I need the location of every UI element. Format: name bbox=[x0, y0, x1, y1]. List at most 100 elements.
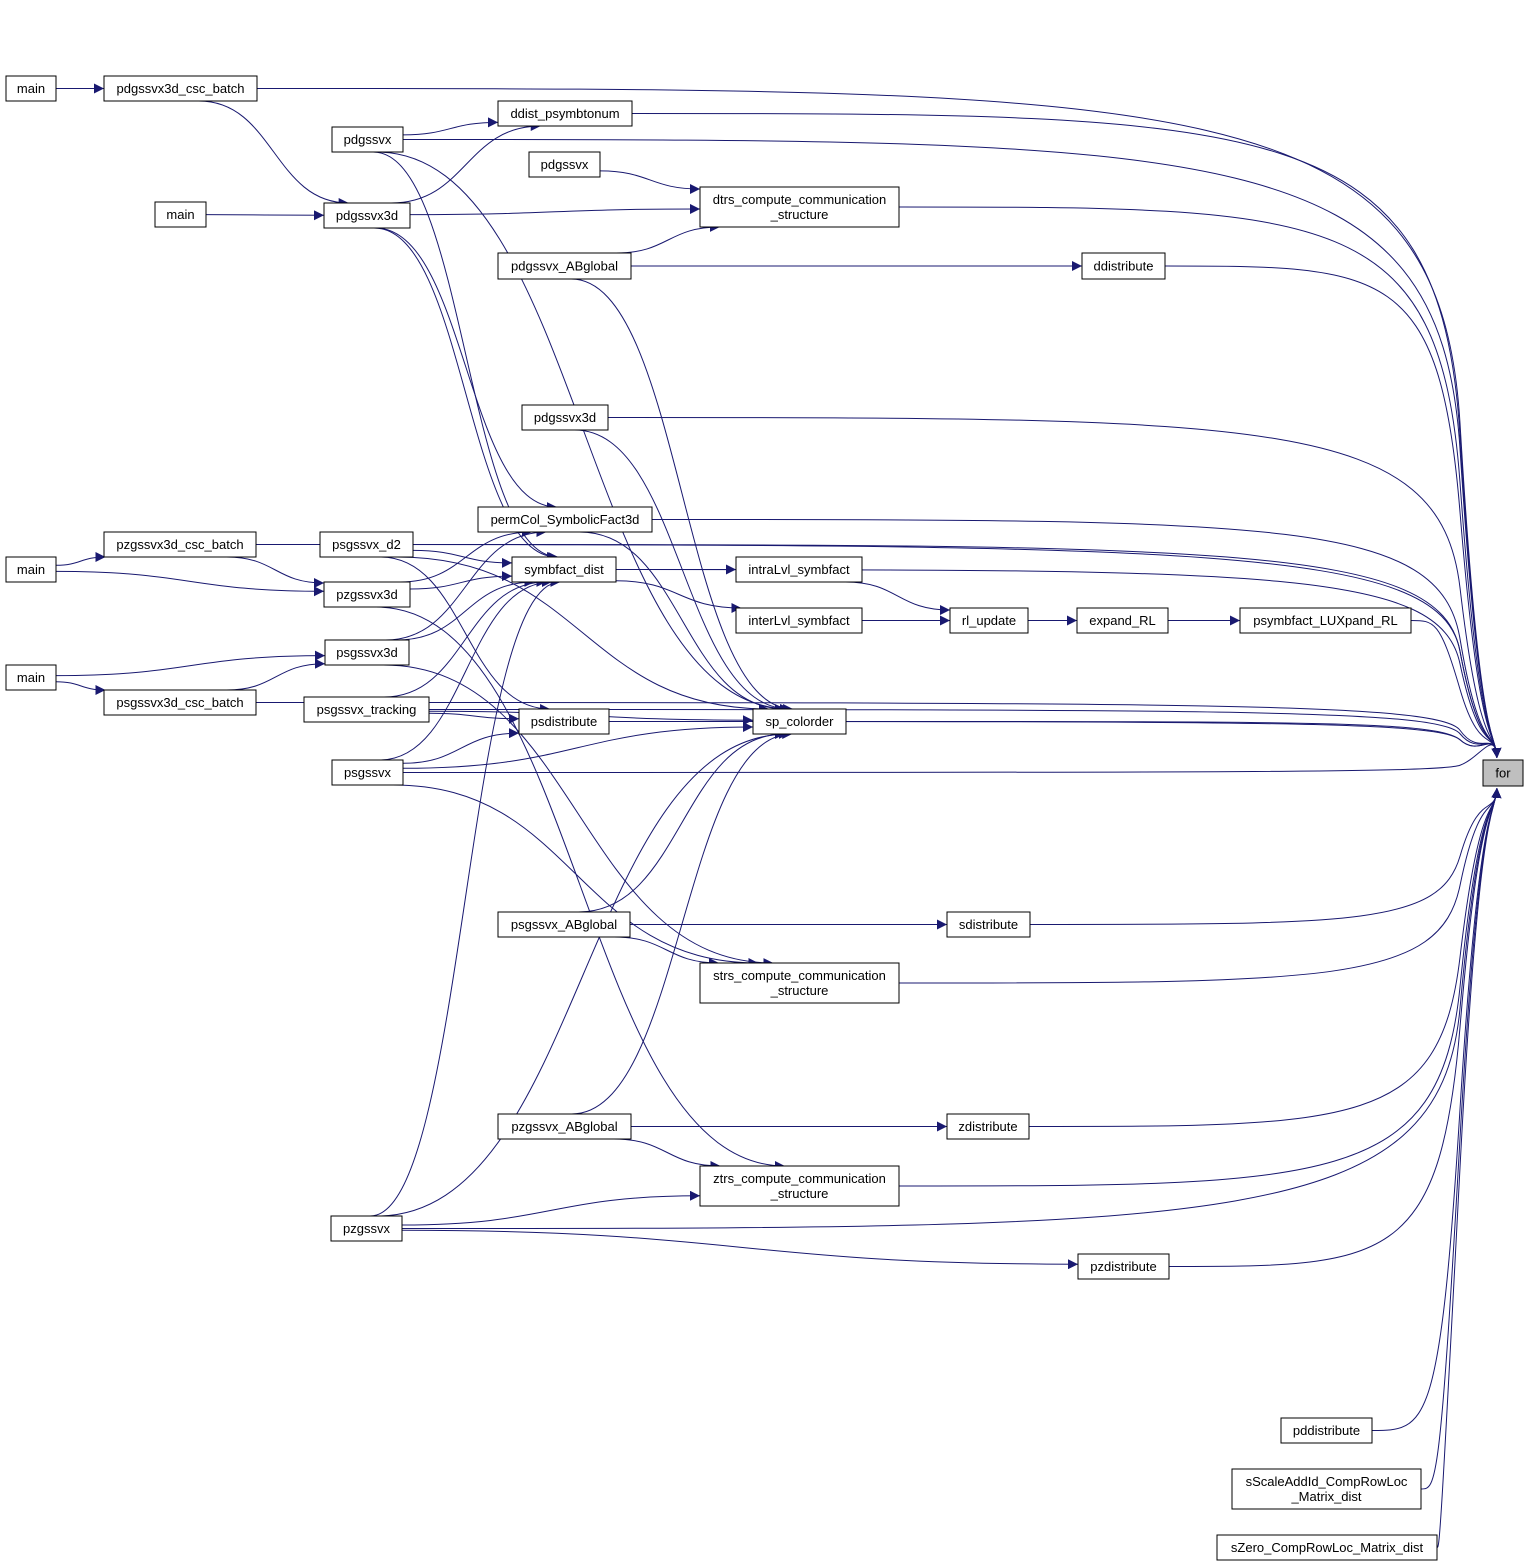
edge-dtrs-compute-communication-structure-to-for bbox=[898, 206, 1502, 759]
node-box bbox=[1216, 1534, 1438, 1561]
node-pzdistribute[interactable]: pzdistribute bbox=[1077, 1253, 1170, 1280]
node-pdgssvx-a[interactable]: pdgssvx bbox=[331, 126, 404, 153]
node-for[interactable]: for bbox=[1482, 759, 1524, 787]
edge-pzgssvx3d-to-ztrs-compute-communication-structure bbox=[376, 606, 785, 1171]
node-box bbox=[103, 75, 258, 102]
node-pzgssvx3d-csc-batch[interactable]: pzgssvx3d_csc_batch bbox=[103, 531, 257, 558]
node-label: pdgssvx3d_csc_batch bbox=[117, 81, 245, 96]
node-label: pdgssvx bbox=[541, 157, 589, 172]
edge-psgssvx3d-to-permcol-symbolicfact3d bbox=[385, 527, 547, 641]
edge-psgssvx-to-for bbox=[402, 744, 1502, 773]
node-ddist-psymbtonum[interactable]: ddist_psymbtonum bbox=[497, 100, 633, 127]
edges-layer bbox=[55, 83, 1502, 1548]
node-pzgssvx[interactable]: pzgssvx bbox=[330, 1215, 403, 1242]
node-psgssvx-abglobal[interactable]: psgssvx_ABglobal bbox=[497, 911, 631, 938]
node-rl-update[interactable]: rl_update bbox=[949, 607, 1029, 634]
node-symbfact-dist[interactable]: symbfact_dist bbox=[511, 556, 617, 583]
edge-pzgssvx-abglobal-to-sp-colorder bbox=[571, 729, 793, 1115]
edge-psgssvx-d2-to-psdistribute bbox=[380, 556, 551, 714]
node-box bbox=[103, 689, 257, 716]
node-main-b[interactable]: main bbox=[154, 201, 207, 228]
node-permcol-symbolicfact3d[interactable]: permCol_SymbolicFact3d bbox=[477, 506, 653, 533]
node-sscaleaddid-comprowloc-matrix-dist[interactable]: sScaleAddId_CompRowLoc_Matrix_dist bbox=[1231, 1468, 1422, 1510]
node-label: strs_compute_communication bbox=[713, 968, 886, 983]
edge-pdgssvx-a-to-ddist-psymbtonum bbox=[402, 117, 499, 136]
edge-pzgssvx-to-ztrs-compute-communication-structure bbox=[401, 1190, 701, 1226]
node-box bbox=[735, 607, 863, 634]
node-box bbox=[946, 911, 1031, 938]
node-pdgssvx3d-csc-batch[interactable]: pdgssvx3d_csc_batch bbox=[103, 75, 258, 102]
node-psgssvx3d[interactable]: psgssvx3d bbox=[324, 639, 410, 666]
node-label: dtrs_compute_communication bbox=[713, 192, 886, 207]
node-box bbox=[735, 556, 863, 583]
node-dtrs-compute-communication-structure[interactable]: dtrs_compute_communication_structure bbox=[699, 186, 900, 228]
node-label: zdistribute bbox=[958, 1119, 1017, 1134]
node-box bbox=[323, 581, 411, 608]
node-box bbox=[497, 252, 632, 280]
node-label: _structure bbox=[770, 207, 829, 222]
node-ddistribute[interactable]: ddistribute bbox=[1081, 252, 1166, 280]
node-pdgssvx3d-b[interactable]: pdgssvx3d bbox=[521, 404, 609, 431]
edge-strs-compute-communication-structure-to-for bbox=[898, 787, 1502, 984]
edge-main-d-to-psgssvx3d-csc-batch bbox=[55, 681, 106, 695]
node-label: sZero_CompRowLoc_Matrix_dist bbox=[1231, 1540, 1424, 1555]
node-label: main bbox=[17, 81, 45, 96]
node-pzgssvx-abglobal[interactable]: pzgssvx_ABglobal bbox=[497, 1113, 632, 1140]
node-intralvl-symbfact[interactable]: intraLvl_symbfact bbox=[735, 556, 863, 583]
node-label: sp_colorder bbox=[766, 714, 835, 729]
node-pdgssvx3d-a[interactable]: pdgssvx3d bbox=[323, 202, 411, 229]
node-ztrs-compute-communication-structure[interactable]: ztrs_compute_communication_structure bbox=[699, 1165, 900, 1207]
node-main-d[interactable]: main bbox=[5, 664, 57, 691]
node-label: ddistribute bbox=[1094, 259, 1154, 274]
node-label: psgssvx_tracking bbox=[317, 702, 417, 717]
edge-sp-colorder-to-for bbox=[845, 721, 1502, 759]
node-label: rl_update bbox=[962, 613, 1016, 628]
node-box bbox=[331, 759, 404, 786]
edge-psgssvx-to-psdistribute bbox=[402, 728, 520, 764]
node-psgssvx[interactable]: psgssvx bbox=[331, 759, 404, 786]
edge-permcol-symbolicfact3d-to-for bbox=[651, 519, 1502, 759]
edge-pzdistribute-to-for bbox=[1168, 787, 1502, 1267]
node-sp-colorder[interactable]: sp_colorder bbox=[752, 708, 847, 735]
node-pzgssvx3d[interactable]: pzgssvx3d bbox=[323, 581, 411, 608]
node-psgssvx-d2[interactable]: psgssvx_d2 bbox=[319, 531, 414, 558]
edge-psgssvx-to-symbfact-dist bbox=[379, 577, 552, 761]
node-main-c[interactable]: main bbox=[5, 556, 57, 583]
node-expand-rl[interactable]: expand_RL bbox=[1076, 607, 1169, 634]
node-psdistribute[interactable]: psdistribute bbox=[518, 708, 610, 735]
node-label: main bbox=[17, 670, 45, 685]
node-szero-comprowloc-matrix-dist[interactable]: sZero_CompRowLoc_Matrix_dist bbox=[1216, 1534, 1438, 1561]
node-label: pzdistribute bbox=[1090, 1259, 1156, 1274]
node-interlvl-symbfact[interactable]: interLvl_symbfact bbox=[735, 607, 863, 634]
edge-pdgssvx-a-to-for bbox=[402, 139, 1502, 759]
node-pddistribute[interactable]: pddistribute bbox=[1280, 1417, 1373, 1444]
node-main-a[interactable]: main bbox=[5, 75, 57, 102]
node-psymbfact-luxpand-rl[interactable]: psymbfact_LUXpand_RL bbox=[1239, 607, 1412, 634]
node-sdistribute[interactable]: sdistribute bbox=[946, 911, 1031, 938]
edge-pzgssvx-to-for bbox=[401, 787, 1502, 1229]
edge-psgssvx-d2-to-symbfact-dist bbox=[412, 549, 513, 568]
edge-main-c-to-pzgssvx3d-csc-batch bbox=[55, 552, 106, 566]
node-box bbox=[477, 506, 653, 533]
node-box bbox=[521, 404, 609, 431]
node-strs-compute-communication-structure[interactable]: strs_compute_communication_structure bbox=[699, 962, 900, 1004]
node-label: psgssvx3d_csc_batch bbox=[116, 695, 243, 710]
node-pdgssvx-abglobal[interactable]: pdgssvx_ABglobal bbox=[497, 252, 632, 280]
edge-psgssvx3d-to-symbfact-dist bbox=[396, 577, 535, 641]
node-pdgssvx-b[interactable]: pdgssvx bbox=[528, 151, 601, 178]
edge-psgssvx-to-strs-compute-communication-structure bbox=[393, 784, 759, 968]
node-zdistribute[interactable]: zdistribute bbox=[946, 1113, 1030, 1140]
node-label: pdgssvx_ABglobal bbox=[511, 259, 618, 274]
node-label: interLvl_symbfact bbox=[748, 613, 850, 628]
node-label: main bbox=[17, 562, 45, 577]
node-box bbox=[5, 556, 57, 583]
node-psgssvx3d-csc-batch[interactable]: psgssvx3d_csc_batch bbox=[103, 689, 257, 716]
edge-main-b-to-pdgssvx3d-a bbox=[205, 210, 325, 221]
edge-pdgssvx3d-a-to-ddist-psymbtonum bbox=[391, 121, 541, 204]
node-box bbox=[699, 1165, 900, 1207]
node-psgssvx-tracking[interactable]: psgssvx_tracking bbox=[303, 696, 430, 723]
node-box bbox=[103, 531, 257, 558]
edge-psgssvx-d2-to-sp-colorder bbox=[397, 556, 769, 714]
node-box bbox=[528, 151, 601, 178]
